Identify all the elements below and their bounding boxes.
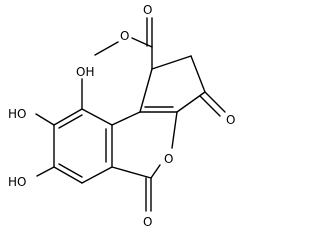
hydroxyl-top-label: OH [76, 65, 94, 79]
bond-benzene-6 [81, 108, 113, 126]
bond-c7-oh [36, 166, 55, 177]
lactone-carbonyl-oxygen-label: O [143, 215, 152, 229]
bond-benzene-3-inner [58, 163, 83, 178]
bond-ring-c2-c3 [190, 55, 206, 93]
bond-ring-c1-c2 [151, 55, 192, 70]
structure-drawing: O O O O O OH HO HO [8, 3, 235, 229]
hydroxyl-bottom-label: HO [8, 175, 26, 189]
ester-carbonyl-oxygen-label: O [143, 3, 152, 17]
bond-c3a-ring-o [171, 111, 178, 149]
bond-benzene-2 [81, 166, 113, 184]
molecule-diagram: O O O O O OH HO HO [8, 3, 236, 229]
ring-ketone-oxygen-label: O [226, 113, 235, 127]
bond-ketone-double-a [204, 91, 226, 113]
bond-ring-o-c5 [150, 164, 161, 179]
lactone-ring-oxygen-label: O [164, 152, 173, 166]
bond-c9b-c9a [111, 111, 141, 126]
hydroxyl-middle-label: HO [8, 107, 26, 121]
bond-benzene-3 [53, 166, 83, 184]
bond-c8-oh [35, 113, 55, 126]
bond-benzene-5 [53, 108, 83, 126]
bond-ketone-double-b [199, 95, 221, 117]
bond-methyl-o [94, 41, 119, 56]
bond-o-carbonyl-c [131, 37, 153, 48]
bond-ring-c3-c3a [176, 91, 206, 113]
bond-benzene-5-inner [58, 114, 83, 129]
bond-c5-c5a [111, 166, 152, 179]
ester-ether-oxygen-label: O [120, 29, 129, 43]
bond-ring-c9b-c1 [139, 68, 153, 113]
